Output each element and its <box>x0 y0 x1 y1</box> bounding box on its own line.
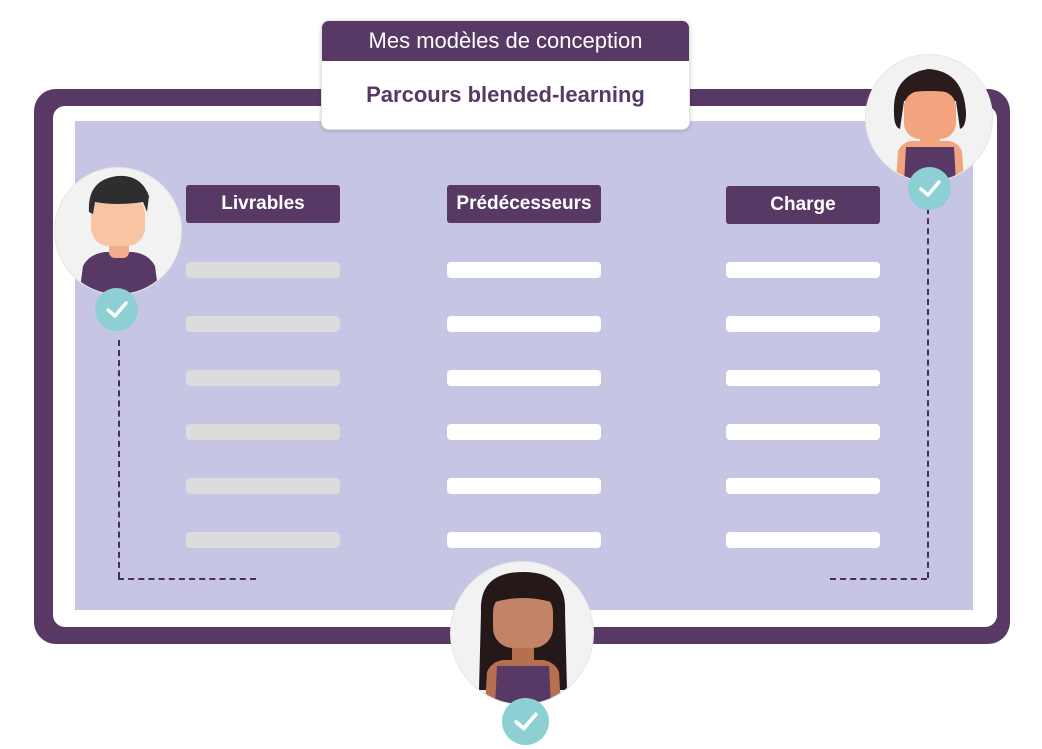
check-icon <box>95 288 138 331</box>
avatar-bottom-user <box>450 561 594 705</box>
table-cell-placeholder <box>186 424 340 440</box>
table-cell-placeholder <box>726 424 880 440</box>
table-cell-placeholder <box>726 316 880 332</box>
table-cell-placeholder <box>447 262 601 278</box>
table-cell-placeholder <box>447 370 601 386</box>
page-subtitle: Parcours blended-learning <box>366 82 645 107</box>
female-user-illustration <box>893 69 966 181</box>
table-cell-placeholder <box>186 370 340 386</box>
check-icon <box>502 698 549 745</box>
table-cell-placeholder <box>447 532 601 548</box>
avatar-right-user <box>865 54 993 182</box>
title-card: Mes modèles de conception Parcours blend… <box>321 20 690 130</box>
column-header-predecesseurs: Prédécesseurs <box>447 185 601 223</box>
male-user-illustration <box>79 175 159 294</box>
table-cell-placeholder <box>186 532 340 548</box>
table-cell-placeholder <box>726 370 880 386</box>
table-cell-placeholder <box>447 478 601 494</box>
female-user-illustration <box>479 572 567 704</box>
table-cell-placeholder <box>186 478 340 494</box>
avatar-left-user <box>54 167 182 295</box>
check-icon <box>908 167 951 210</box>
table-cell-placeholder <box>726 532 880 548</box>
column-header-livrables: Livrables <box>186 185 340 223</box>
table-cell-placeholder <box>186 316 340 332</box>
table-cell-placeholder <box>447 424 601 440</box>
table-cell-placeholder <box>726 478 880 494</box>
table-cell-placeholder <box>447 316 601 332</box>
connector-right-horizontal <box>830 578 927 580</box>
connector-left-horizontal <box>118 578 256 580</box>
table-cell-placeholder <box>726 262 880 278</box>
page-title: Mes modèles de conception <box>322 21 689 61</box>
connector-left-vertical <box>118 340 120 578</box>
column-header-charge: Charge <box>726 186 880 224</box>
table-cell-placeholder <box>186 262 340 278</box>
connector-right-vertical <box>927 208 929 578</box>
